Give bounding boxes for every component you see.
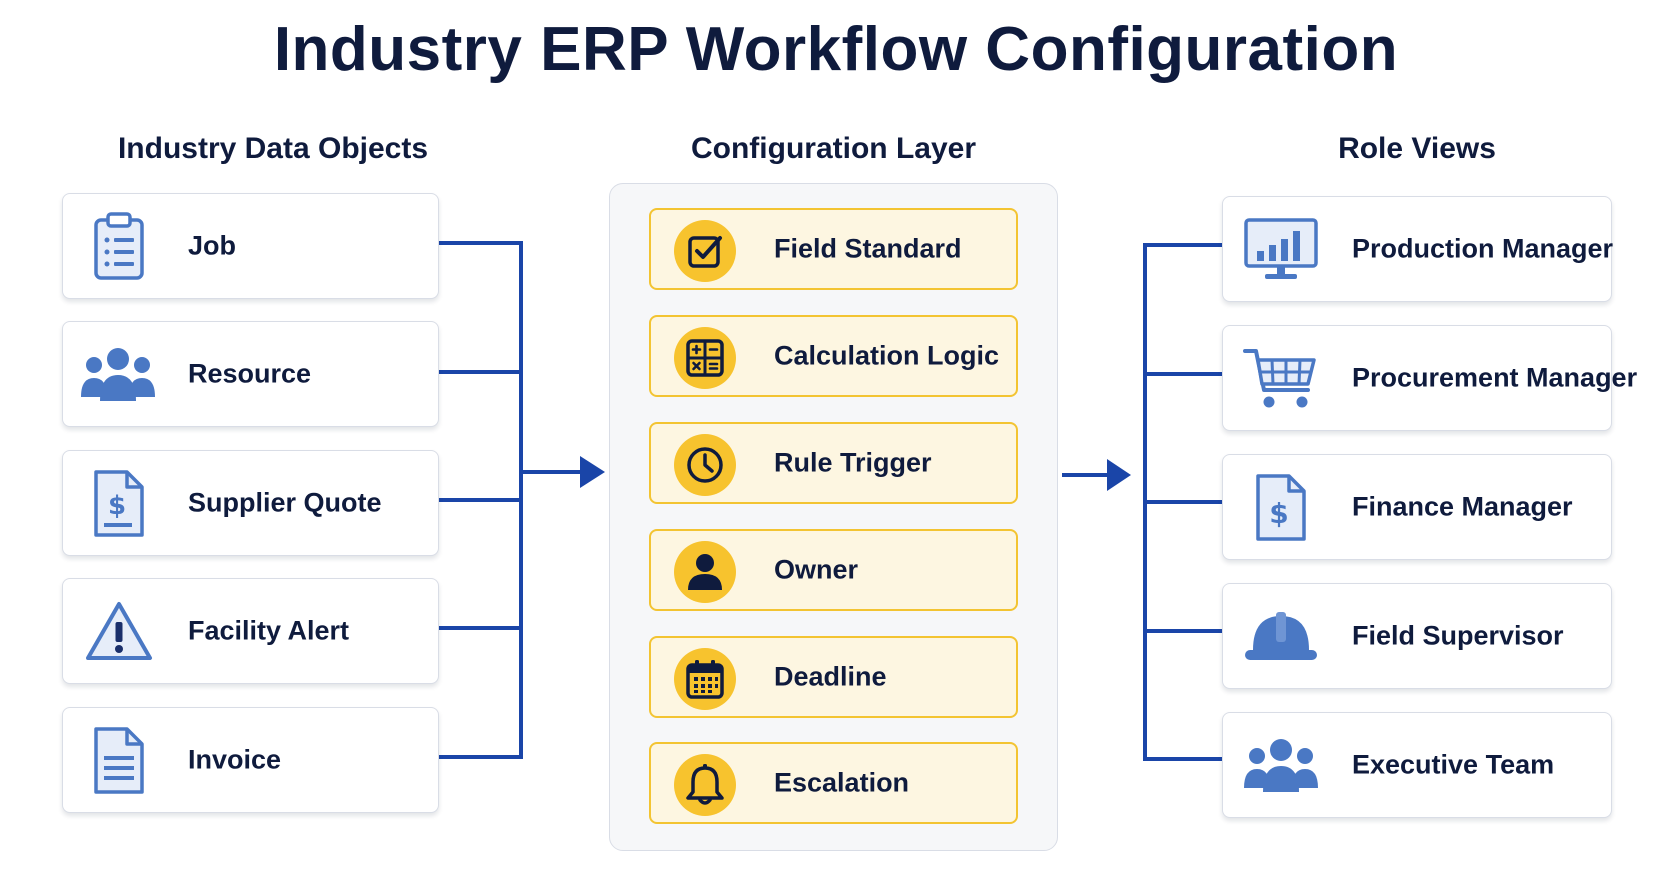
- page-title: Industry ERP Workflow Configuration: [273, 15, 1399, 84]
- person-icon: [674, 541, 736, 603]
- clock-icon: [674, 434, 736, 496]
- role-views-heading: Role Views: [1338, 132, 1496, 165]
- data-object-card-supplier-quote[interactable]: $ Supplier Quote: [62, 450, 439, 556]
- config-card-calculation-logic[interactable]: Calculation Logic: [649, 315, 1018, 397]
- role-card-procurement-manager[interactable]: Procurement Manager: [1222, 325, 1637, 431]
- config-item-label: Field Standard: [774, 233, 962, 264]
- role-card-production-manager[interactable]: Production Manager: [1222, 196, 1614, 302]
- document-icon: [83, 725, 155, 797]
- right-arrow-head-icon: [1107, 459, 1131, 491]
- config-item-label: Escalation: [774, 767, 910, 798]
- calendar-icon: [674, 648, 736, 710]
- config-item-label: Rule Trigger: [774, 447, 932, 478]
- hard-hat-icon: [1241, 602, 1321, 672]
- monitor-chart-icon: [1243, 215, 1319, 285]
- warning-triangle-icon: [81, 597, 157, 667]
- data-objects-heading: Industry Data Objects: [117, 132, 429, 165]
- config-card-owner[interactable]: Owner: [649, 529, 1018, 611]
- svg-text:$: $: [108, 491, 126, 521]
- config-card-rule-trigger[interactable]: Rule Trigger: [649, 422, 1018, 504]
- left-arrow-head-icon: [580, 456, 605, 488]
- role-card-executive-team[interactable]: Executive Team: [1222, 712, 1612, 818]
- people-group-icon: [1241, 733, 1321, 799]
- data-object-card-invoice[interactable]: Invoice: [62, 707, 439, 813]
- data-object-card-job[interactable]: Job: [62, 193, 439, 299]
- data-object-label: Supplier Quote: [188, 487, 382, 518]
- config-card-field-standard[interactable]: Field Standard: [649, 208, 1018, 290]
- role-view-label: Procurement Manager: [1352, 362, 1638, 393]
- data-object-label: Resource: [188, 358, 312, 389]
- clipboard-icon: [83, 212, 155, 282]
- svg-text:$: $: [1269, 497, 1288, 530]
- config-item-label: Calculation Logic: [774, 340, 1000, 371]
- shopping-cart-icon: [1241, 344, 1321, 414]
- configuration-layer-heading: Configuration Layer: [690, 132, 976, 165]
- role-view-label: Production Manager: [1352, 233, 1614, 264]
- role-card-finance-manager[interactable]: $ Finance Manager: [1222, 454, 1612, 560]
- data-object-card-resource[interactable]: Resource: [62, 321, 439, 427]
- calculator-icon: [674, 327, 736, 389]
- checkbox-icon: [674, 220, 736, 282]
- dollar-document-icon: $: [1245, 472, 1317, 544]
- role-view-label: Finance Manager: [1352, 491, 1573, 522]
- bell-icon: [674, 754, 736, 816]
- dollar-document-icon: $: [83, 468, 155, 540]
- data-object-label: Facility Alert: [188, 615, 350, 646]
- config-card-escalation[interactable]: Escalation: [649, 742, 1018, 824]
- data-object-card-facility-alert[interactable]: Facility Alert: [62, 578, 439, 684]
- role-view-label: Executive Team: [1352, 749, 1555, 780]
- data-object-label: Invoice: [188, 744, 282, 775]
- config-item-label: Owner: [774, 554, 859, 585]
- people-group-icon: [79, 342, 157, 408]
- config-item-label: Deadline: [774, 661, 887, 692]
- role-view-label: Field Supervisor: [1352, 620, 1564, 651]
- role-card-field-supervisor[interactable]: Field Supervisor: [1222, 583, 1612, 689]
- config-card-deadline[interactable]: Deadline: [649, 636, 1018, 718]
- configuration-layer-panel: [609, 183, 1058, 851]
- data-object-label: Job: [188, 230, 237, 261]
